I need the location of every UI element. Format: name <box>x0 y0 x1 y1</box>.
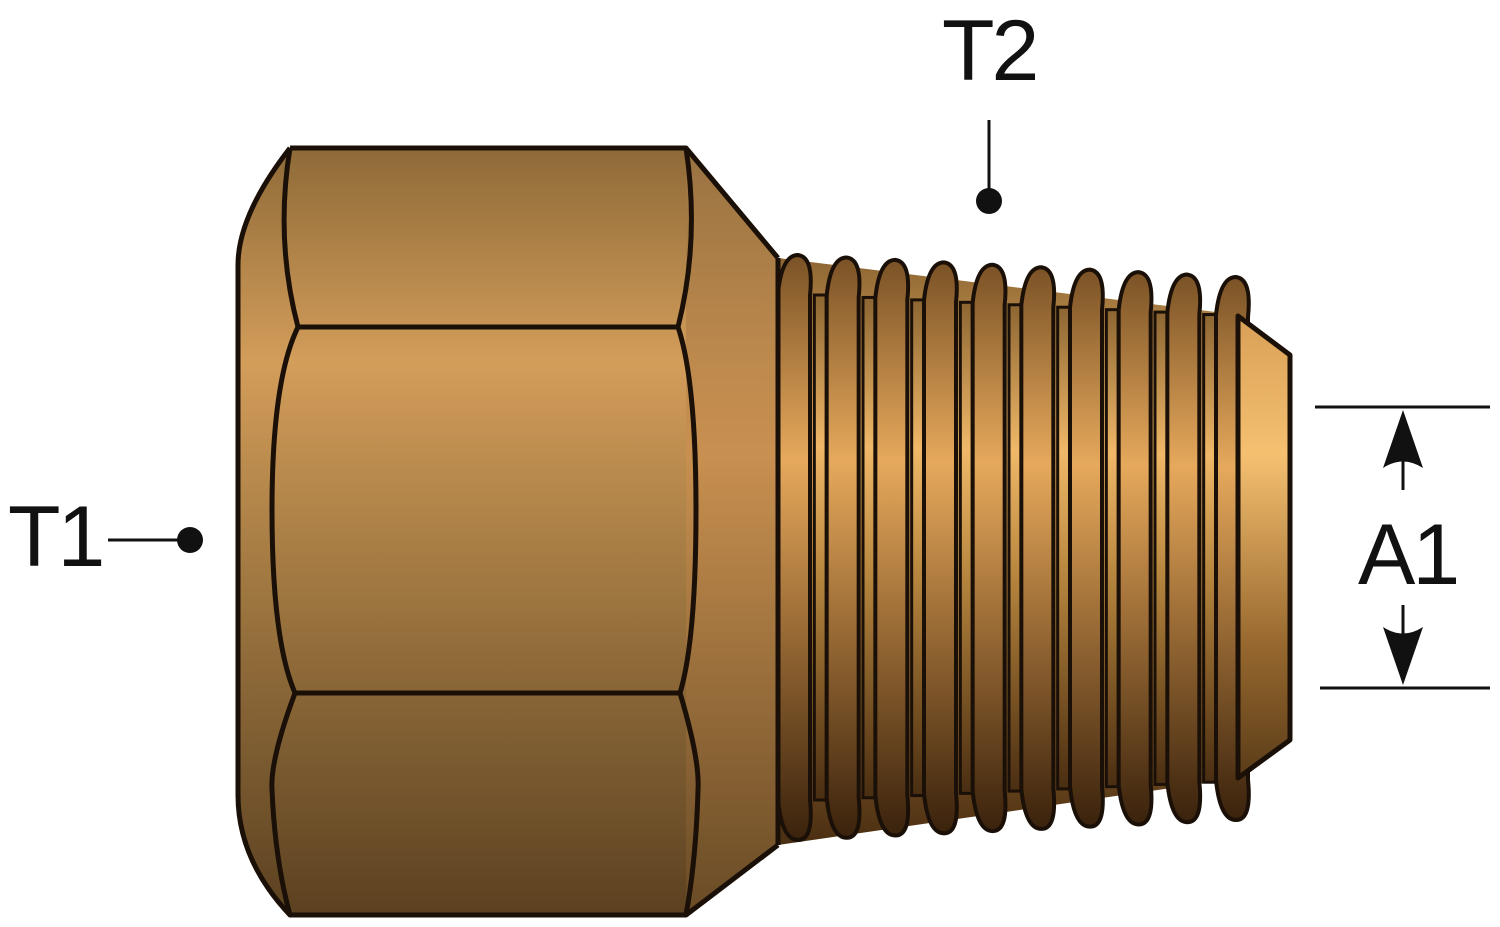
thread-ridge <box>970 262 1008 834</box>
label-a1: A1 <box>1358 507 1457 603</box>
fitting-tip <box>1235 313 1293 781</box>
thread-root <box>861 295 877 800</box>
dimension-a1: A1 <box>1315 405 1490 690</box>
hex-nut-body <box>235 145 780 918</box>
thread-ridges <box>776 253 1251 842</box>
thread-ridge <box>1165 272 1203 825</box>
thread-ridge <box>1019 265 1057 831</box>
thread-root <box>1104 308 1120 789</box>
thread-ridge <box>922 260 959 836</box>
thread-root <box>1153 310 1169 786</box>
thread-ridge <box>824 255 862 840</box>
thread-ridge <box>873 257 911 838</box>
leader-dot-t1 <box>177 527 203 553</box>
thread-root <box>1056 305 1072 791</box>
thread-ridge <box>1068 267 1105 829</box>
thread-ridge <box>776 253 813 842</box>
thread-root <box>812 293 828 802</box>
threaded-shank <box>775 253 1251 845</box>
thread-ridge <box>1116 270 1154 827</box>
thread-root <box>1202 313 1218 784</box>
thread-root <box>1007 303 1023 793</box>
thread-root <box>958 300 974 795</box>
leader-dot-t2 <box>976 188 1002 214</box>
label-t1: T1 <box>8 489 102 585</box>
thread-root <box>910 298 926 798</box>
label-t2: T2 <box>942 3 1036 99</box>
